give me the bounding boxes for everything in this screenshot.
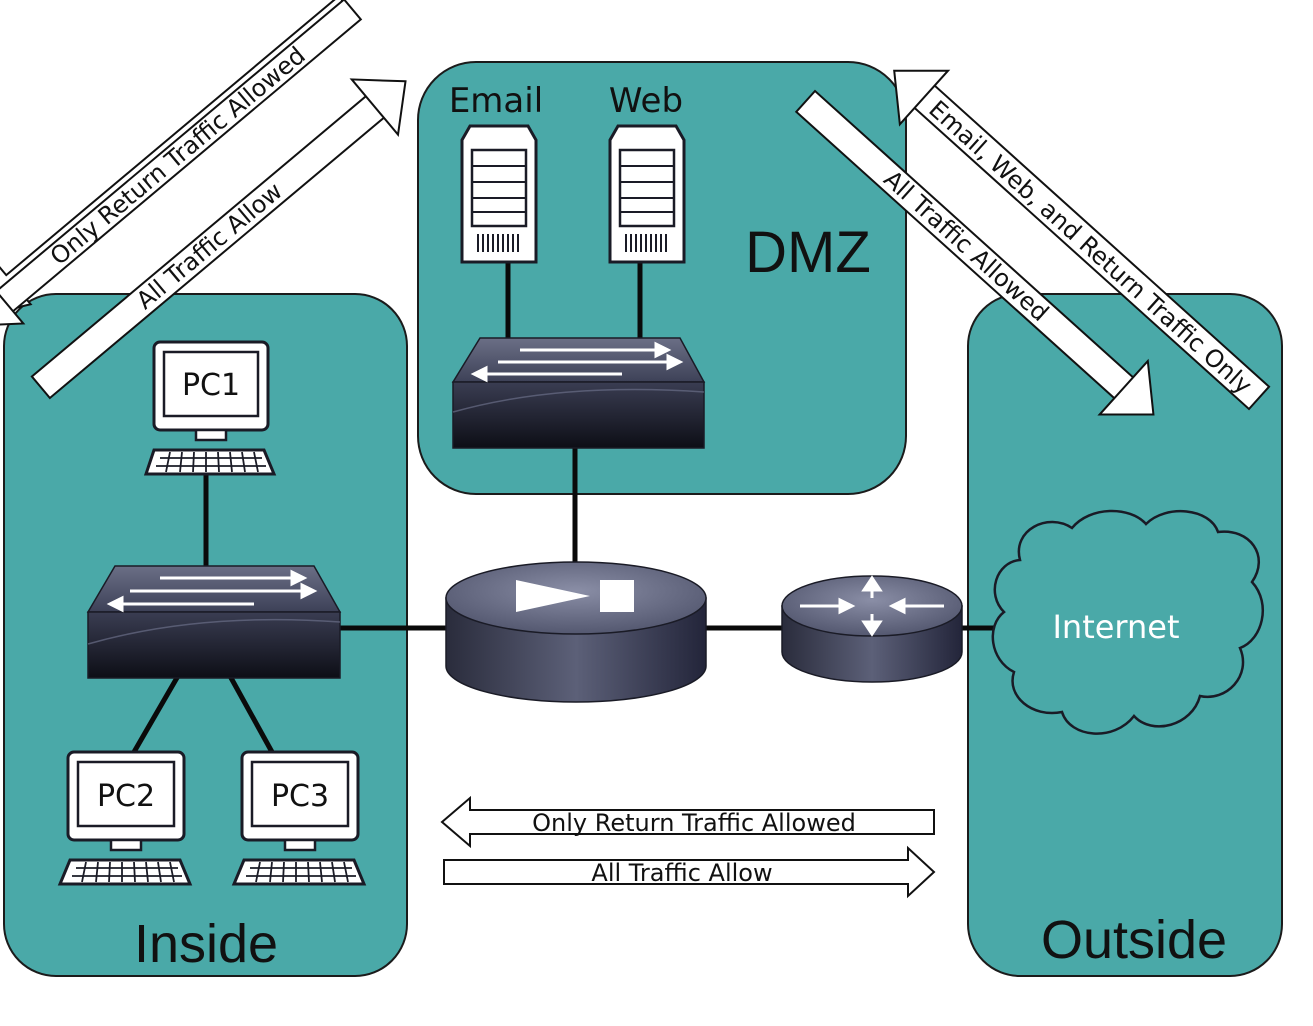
web-server-icon[interactable] bbox=[608, 124, 686, 264]
internet-label: Internet bbox=[1052, 608, 1179, 646]
pc2-label: PC2 bbox=[97, 779, 155, 814]
internet-cloud-icon[interactable] bbox=[991, 509, 1265, 735]
arrow-inside-outside-all-label: All Traffic Allow bbox=[591, 859, 772, 887]
pc2-icon[interactable] bbox=[57, 750, 193, 886]
pc3-icon[interactable] bbox=[231, 750, 367, 886]
link-switch-pc3 bbox=[227, 674, 275, 754]
inside-zone-label: Inside bbox=[134, 914, 278, 974]
email-server-label: Email bbox=[449, 81, 543, 121]
dmz-switch[interactable] bbox=[451, 337, 706, 449]
pc3-label: PC3 bbox=[271, 779, 329, 814]
email-server-icon[interactable] bbox=[460, 124, 538, 264]
arrow-inside-outside-return: Only Return Traffic Allowed bbox=[440, 795, 935, 849]
arrow-inside-dmz-return-label: Only Return Traffic Allowed bbox=[45, 41, 311, 271]
outside-zone-label: Outside bbox=[1041, 910, 1227, 970]
arrow-inside-outside-all: All Traffic Allow bbox=[443, 845, 936, 899]
pc1-icon[interactable] bbox=[143, 340, 277, 476]
router-icon[interactable] bbox=[781, 575, 963, 683]
inside-switch[interactable] bbox=[86, 565, 342, 679]
link-switch-pc2 bbox=[131, 674, 181, 754]
firewall-icon[interactable] bbox=[445, 561, 707, 703]
dmz-zone-label: DMZ bbox=[745, 220, 871, 285]
arrow-inside-outside-return-label: Only Return Traffic Allowed bbox=[532, 809, 856, 837]
pc1-label: PC1 bbox=[182, 368, 240, 403]
web-server-label: Web bbox=[609, 81, 683, 121]
